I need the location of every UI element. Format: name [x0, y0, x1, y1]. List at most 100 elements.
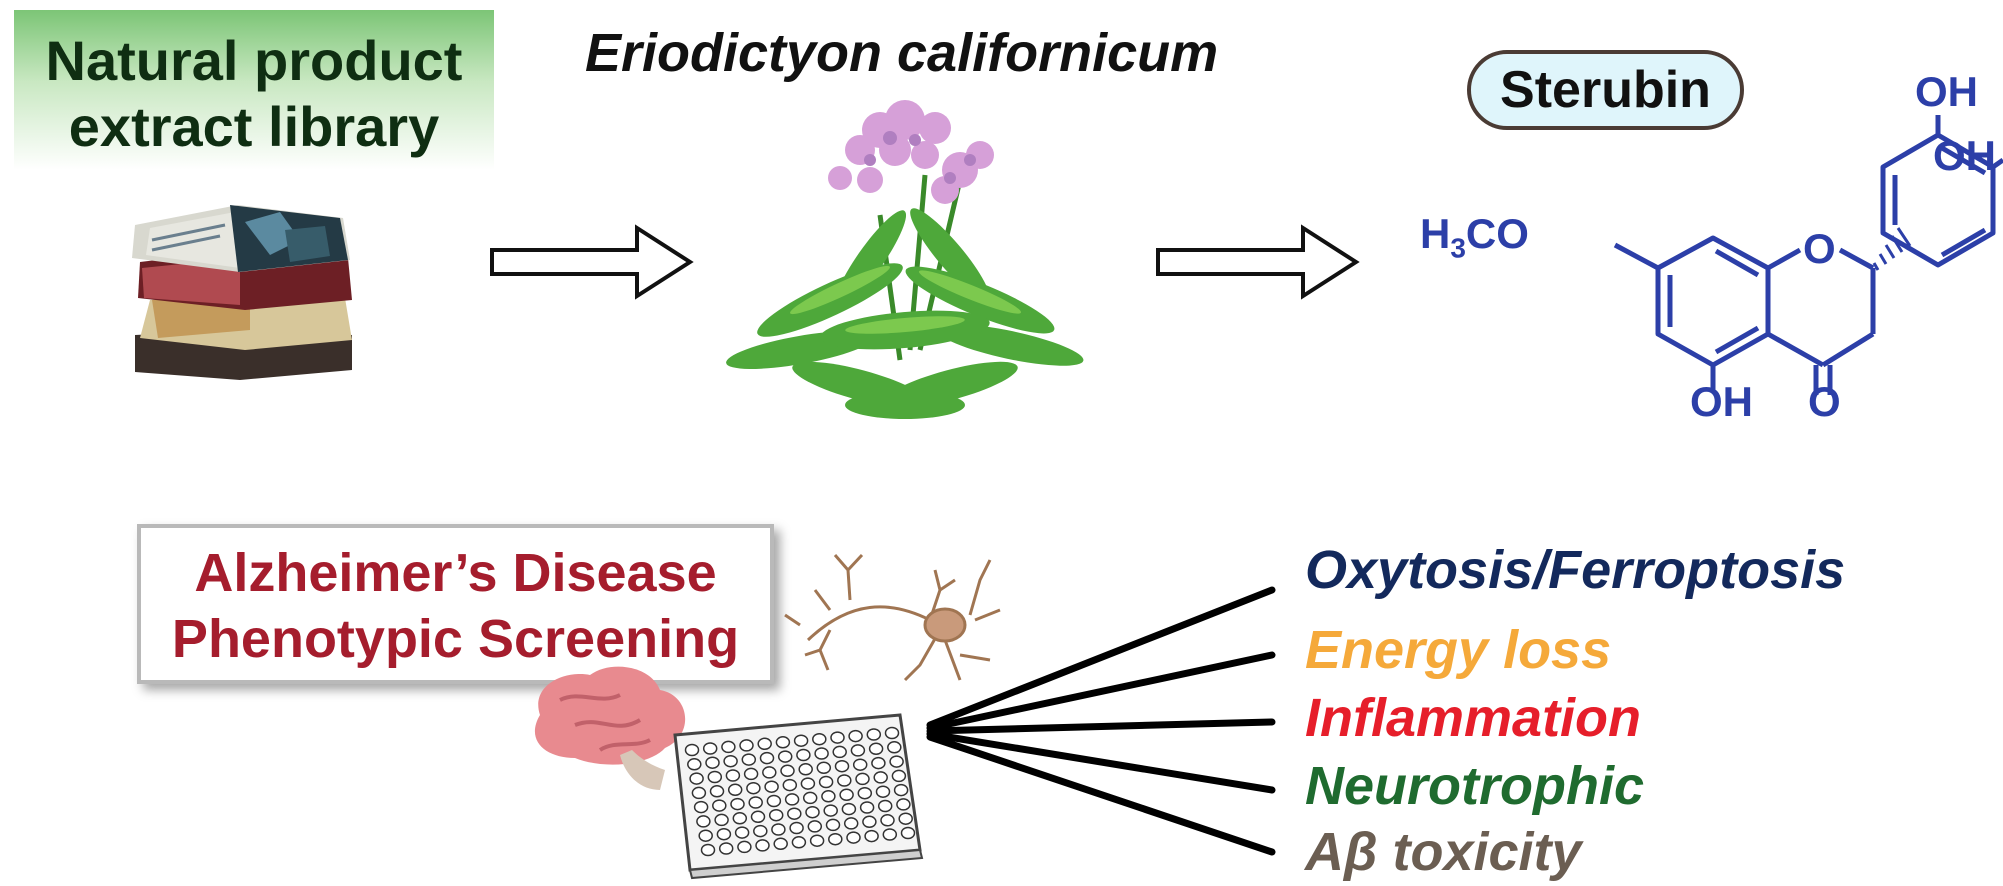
- plate-well: [791, 836, 807, 849]
- plate-well: [855, 772, 870, 786]
- plate-well: [698, 829, 713, 842]
- plate-well: [684, 743, 700, 757]
- plate-well: [889, 755, 904, 768]
- plate-well: [782, 778, 798, 792]
- carbonyl-oxygen-label: O: [1808, 378, 1841, 425]
- plate-well: [852, 758, 868, 771]
- plate-well: [802, 791, 818, 805]
- plate-well: [762, 766, 777, 779]
- plate-well: [800, 777, 816, 790]
- plate-well: [687, 758, 702, 771]
- screening-line2: Phenotypic Screening: [171, 609, 740, 669]
- plate-well: [887, 741, 902, 754]
- plant-species-title: Eriodictyon californicum: [585, 23, 1219, 83]
- methoxy-prefix: H: [1420, 210, 1451, 257]
- plate-well: [857, 786, 873, 800]
- methoxy-suffix: CO: [1465, 210, 1529, 257]
- plate-well: [705, 756, 720, 769]
- flowering-plant-icon: [726, 100, 1084, 419]
- plate-well: [753, 824, 768, 838]
- plate-well: [884, 726, 900, 740]
- plate-well: [846, 831, 861, 844]
- plate-well: [841, 802, 857, 816]
- ring-oxygen-label: O: [1803, 225, 1836, 272]
- plate-well: [882, 828, 898, 841]
- plate-well: [821, 790, 836, 803]
- plate-well: [798, 763, 813, 776]
- plate-well: [868, 742, 884, 756]
- plate-well: [702, 742, 718, 755]
- plate-well: [839, 788, 854, 802]
- neuron-icon: [784, 553, 1001, 682]
- screening-line1: Alzheimer’s Disease: [194, 543, 717, 603]
- outcome-abeta-toxicity: Aβ toxicity: [1305, 822, 1582, 882]
- plate-well: [750, 810, 766, 824]
- library-banner: [14, 10, 494, 170]
- plate-well: [805, 805, 820, 819]
- plate-well: [759, 751, 775, 765]
- plate-well: [898, 812, 913, 825]
- plate-well: [812, 732, 827, 746]
- plate-well: [693, 800, 709, 814]
- plate-well: [780, 764, 795, 778]
- plate-well: [807, 820, 823, 833]
- oh-5-label: OH: [1690, 378, 1753, 425]
- plate-well: [891, 769, 907, 783]
- plate-well: [784, 793, 800, 806]
- plate-well: [871, 756, 886, 770]
- plate-well: [893, 783, 909, 797]
- plate-well: [896, 798, 911, 811]
- connector-inflammation: [926, 718, 1276, 735]
- well-plate-icon: [673, 713, 924, 880]
- plate-well: [716, 827, 732, 841]
- plate-well: [834, 759, 850, 773]
- plate-well: [773, 837, 788, 851]
- plate-well: [764, 780, 779, 793]
- plate-well: [866, 728, 882, 741]
- outcome-neurotrophic: Neurotrophic: [1305, 756, 1645, 816]
- plate-well: [832, 745, 847, 759]
- plate-well: [859, 801, 875, 814]
- plate-well: [714, 813, 729, 827]
- plate-well: [712, 799, 727, 812]
- outcome-connector-lines: [926, 586, 1276, 856]
- methoxy-label: H3CO: [1420, 210, 1529, 264]
- plate-well: [864, 829, 879, 843]
- plate-well: [757, 737, 772, 751]
- plate-well: [796, 748, 811, 762]
- plate-well: [707, 770, 723, 784]
- plate-well: [689, 772, 704, 785]
- plate-well: [737, 840, 752, 854]
- plate-well: [730, 797, 745, 811]
- plate-well: [818, 775, 834, 789]
- connector-neurotrophic: [926, 730, 1276, 794]
- plate-well: [732, 812, 748, 825]
- connector-energy-loss: [926, 651, 1276, 732]
- plate-well: [777, 750, 793, 763]
- plate-well: [875, 785, 891, 798]
- plate-well: [837, 774, 852, 787]
- right-arrow-icon: [1156, 224, 1360, 300]
- plate-well: [721, 740, 736, 754]
- plate-well: [743, 767, 759, 781]
- plate-well: [741, 753, 757, 766]
- plate-well: [814, 747, 829, 760]
- plate-well: [700, 843, 716, 857]
- brain-icon: [534, 666, 686, 790]
- library-label: Natural product extract library: [14, 28, 494, 160]
- compound-name-badge: Sterubin: [1467, 50, 1744, 130]
- plate-well: [755, 839, 770, 852]
- plate-well: [825, 818, 841, 832]
- plate-well: [787, 807, 802, 820]
- library-label-line1: Natural product: [45, 29, 463, 92]
- plate-well: [709, 785, 725, 798]
- plate-well: [823, 804, 838, 817]
- plate-well: [739, 739, 754, 752]
- plate-well: [843, 817, 859, 830]
- book-stack-icon: [132, 205, 352, 380]
- plate-well: [696, 815, 711, 828]
- plate-well: [734, 826, 750, 839]
- plate-well: [718, 842, 734, 855]
- library-label-line2: extract library: [68, 95, 440, 158]
- plate-well: [830, 731, 845, 744]
